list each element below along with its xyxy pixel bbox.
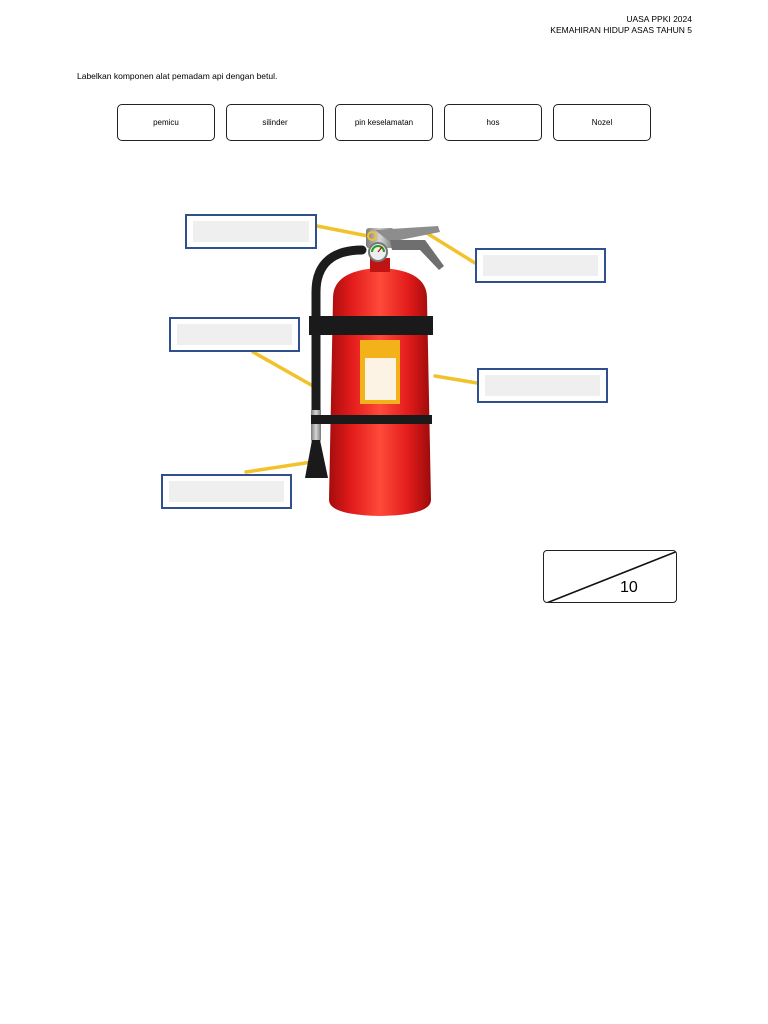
answer-box-trigger[interactable] bbox=[475, 248, 606, 283]
word-box-pin-keselamatan[interactable]: pin keselamatan bbox=[335, 104, 433, 141]
hose bbox=[311, 245, 367, 445]
leader-line-hose bbox=[251, 350, 315, 388]
answer-box-hose[interactable] bbox=[169, 317, 300, 352]
answer-box-nozzle[interactable] bbox=[161, 474, 292, 509]
score-total: 10 bbox=[620, 579, 638, 596]
word-box-hos[interactable]: hos bbox=[444, 104, 542, 141]
trigger-lever bbox=[390, 240, 444, 270]
header-title: UASA PPKI 2024 bbox=[626, 14, 692, 24]
answer-box-pin[interactable] bbox=[185, 214, 317, 249]
word-box-nozel[interactable]: Nozel bbox=[553, 104, 651, 141]
hose-coupling bbox=[311, 410, 321, 440]
nozzle bbox=[305, 440, 328, 478]
upper-bracket-band bbox=[309, 316, 433, 335]
safety-pin bbox=[367, 231, 377, 241]
leader-line-pin bbox=[315, 224, 370, 238]
leader-lines bbox=[244, 224, 479, 474]
lower-bracket-band bbox=[311, 415, 432, 424]
score-divider bbox=[546, 551, 676, 602]
cylinder-label bbox=[365, 358, 396, 400]
top-handle bbox=[375, 226, 440, 242]
score-box: 10 bbox=[543, 550, 677, 603]
header-subtitle: KEMAHIRAN HIDUP ASAS TAHUN 5 bbox=[550, 25, 692, 35]
word-box-pemicu[interactable]: pemicu bbox=[117, 104, 215, 141]
word-box-silinder[interactable]: silinder bbox=[226, 104, 324, 141]
leader-line-nozzle bbox=[244, 460, 314, 474]
answer-box-cylinder[interactable] bbox=[477, 368, 608, 403]
leader-line-trigger bbox=[423, 230, 477, 265]
instruction-text: Labelkan komponen alat pemadam api denga… bbox=[77, 71, 278, 81]
leader-line-cylinder bbox=[433, 374, 479, 385]
